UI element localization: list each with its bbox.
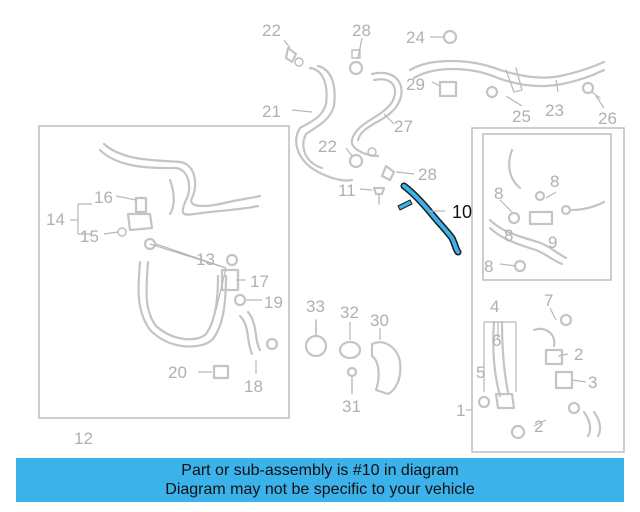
callout-labels: 22 28 24 29 23 25 26 21 27 22 28 11 10 1… — [46, 21, 617, 448]
callout-25: 25 — [512, 107, 531, 126]
callout-24: 24 — [406, 28, 425, 47]
callout-14: 14 — [46, 210, 65, 229]
callout-6: 6 — [492, 331, 501, 350]
clip-19[interactable] — [233, 293, 279, 351]
callout-15: 15 — [80, 227, 99, 246]
hose-27[interactable] — [350, 71, 403, 158]
bolt-11[interactable] — [372, 186, 386, 205]
cap-24[interactable] — [442, 29, 458, 45]
callout-30: 30 — [370, 311, 389, 330]
callout-8: 8 — [484, 257, 493, 276]
callout-29: 29 — [406, 75, 425, 94]
clip-28-center[interactable] — [367, 147, 396, 182]
clips-8-inner[interactable] — [507, 190, 572, 273]
clip-5[interactable] — [477, 395, 491, 409]
pipe-23[interactable] — [408, 59, 606, 93]
callout-16: 16 — [94, 188, 113, 207]
callout-9: 9 — [548, 233, 557, 252]
connector-16[interactable] — [134, 196, 148, 214]
hose-4-6[interactable] — [492, 320, 516, 410]
callout-8: 8 — [494, 184, 503, 203]
fittings-2-3-7[interactable] — [510, 313, 602, 440]
callout-2: 2 — [534, 417, 543, 436]
callout-19: 19 — [264, 293, 283, 312]
oring-15[interactable] — [117, 227, 127, 237]
clip-13[interactable] — [225, 253, 239, 267]
callout-22: 22 — [318, 137, 337, 156]
hose-assembly-upper[interactable] — [98, 142, 262, 216]
callout-11: 11 — [338, 181, 356, 200]
subassembly-box-12 — [38, 125, 290, 419]
callout-5: 5 — [476, 363, 485, 382]
callout-22: 22 — [262, 21, 281, 40]
callout-4: 4 — [490, 297, 499, 316]
callout-13: 13 — [196, 250, 215, 269]
bleeder-8-left[interactable] — [143, 237, 157, 251]
hose-inner-right[interactable] — [488, 148, 606, 266]
callout-1: 1 — [456, 401, 465, 420]
cap-20[interactable] — [212, 364, 230, 380]
hose-21[interactable] — [295, 64, 354, 182]
callout-8: 8 — [504, 226, 513, 245]
callout-31: 31 — [342, 397, 361, 416]
callout-17: 17 — [250, 272, 269, 291]
callout-33: 33 — [306, 297, 325, 316]
callout-27: 27 — [394, 117, 413, 136]
hose-assembly-lower[interactable] — [137, 260, 228, 348]
callout-32: 32 — [340, 303, 359, 322]
highlighted-part-10-pipe[interactable] — [397, 182, 462, 256]
housing-30[interactable] — [370, 341, 402, 396]
seal-32[interactable] — [338, 340, 362, 360]
subassembly-box-1 — [471, 127, 625, 453]
subassembly-box-inner — [482, 133, 612, 281]
hose-18[interactable] — [238, 310, 262, 356]
callout-21: 21 — [262, 102, 281, 121]
callout-18: 18 — [244, 377, 263, 396]
callout-28: 28 — [352, 21, 371, 40]
callout-28: 28 — [418, 165, 437, 184]
fitting-29[interactable] — [438, 80, 458, 98]
banner-line-2: Diagram may not be specific to your vehi… — [165, 481, 475, 498]
callout-10-highlighted: 10 — [452, 202, 472, 222]
callout-3: 3 — [588, 373, 597, 392]
callout-8: 8 — [550, 172, 559, 191]
leader-lines — [70, 36, 605, 427]
callout-12: 12 — [74, 429, 93, 448]
clamp-22-center[interactable] — [348, 153, 364, 169]
clip-22-top[interactable] — [284, 46, 304, 67]
exploded-parts-diagram: 22 28 24 29 23 25 26 21 27 22 28 11 10 1… — [38, 21, 625, 453]
tee-14[interactable] — [126, 212, 154, 232]
banner-line-1: Part or sub-assembly is #10 in diagram — [181, 462, 459, 479]
info-banner: Part or sub-assembly is #10 in diagram D… — [16, 458, 624, 502]
callout-7: 7 — [544, 291, 553, 310]
callout-2: 2 — [574, 345, 583, 364]
bleeder-26[interactable] — [581, 81, 601, 99]
callout-20: 20 — [168, 363, 187, 382]
clip-28-top[interactable] — [348, 49, 364, 76]
callout-23: 23 — [545, 101, 564, 120]
callout-26: 26 — [598, 109, 617, 128]
fitting-9[interactable] — [528, 210, 554, 226]
clip-25[interactable] — [485, 85, 499, 99]
